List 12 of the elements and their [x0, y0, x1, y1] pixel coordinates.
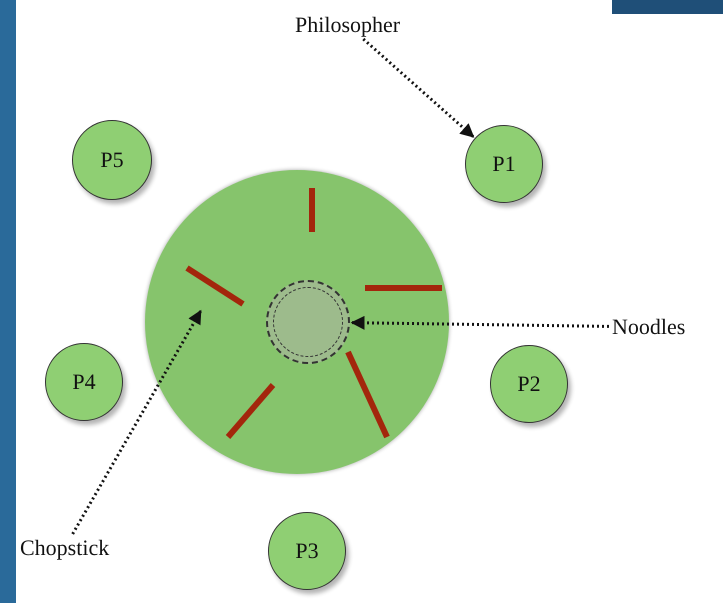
- leader-line: [71, 310, 202, 535]
- leader-line: [362, 38, 474, 138]
- chopstick: [183, 264, 247, 308]
- philosopher-circle: P3: [268, 512, 346, 590]
- philosopher-circle: P4: [45, 343, 123, 421]
- callout-text: Philosopher: [295, 14, 400, 36]
- callout-text: Chopstick: [20, 537, 110, 559]
- philosopher-circle: P2: [490, 345, 568, 423]
- callout-text: Noodles: [612, 316, 686, 338]
- philosopher-circle: P1: [465, 125, 543, 203]
- philosopher-circle: P5: [72, 120, 152, 200]
- leader-line: [350, 316, 610, 330]
